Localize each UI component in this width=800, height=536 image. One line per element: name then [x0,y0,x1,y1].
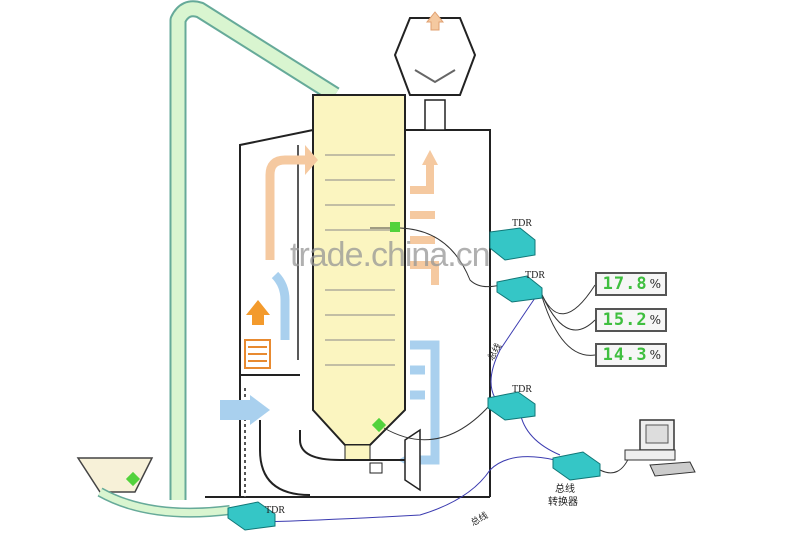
up-arrow-icon [246,300,270,325]
display-unit: % [649,313,661,327]
display-value: 14.3 [602,345,648,365]
probe-hopper [125,471,141,487]
hopper [76,457,154,493]
tdr-label-2: TDR [525,270,545,281]
tdr-sensor-3 [487,391,536,421]
exhaust-air-flow [410,165,439,285]
bus-cable [261,456,556,523]
moisture-display-2: 15.2% [595,308,667,332]
exhaust-hood [393,17,477,96]
tdr-label-1: TDR [512,218,532,229]
tdr-sensor-1 [489,227,536,261]
hot-air-duct [265,155,305,260]
probe-lower [371,417,387,433]
tdr-label-4: TDR [265,505,285,516]
tdr-sensor-2 [496,275,543,303]
tdr-sensor-4 [227,501,276,531]
display-value: 17.8 [602,274,648,294]
converter-label-2: 转换器 [548,497,578,508]
display-unit: % [649,348,661,362]
moisture-display-1: 17.8% [595,272,667,296]
cooling-air-flow [410,340,440,465]
moisture-display-3: 14.3% [595,343,667,367]
bus-converter [552,451,601,481]
converter-label-1: 总线 [555,484,575,495]
display-value: 15.2 [602,310,648,330]
probe-upper [390,222,400,232]
computer-icon [624,419,696,477]
display-unit: % [649,277,661,291]
watermark: trade.china.cn [290,236,491,274]
tdr-label-3: TDR [512,384,532,395]
